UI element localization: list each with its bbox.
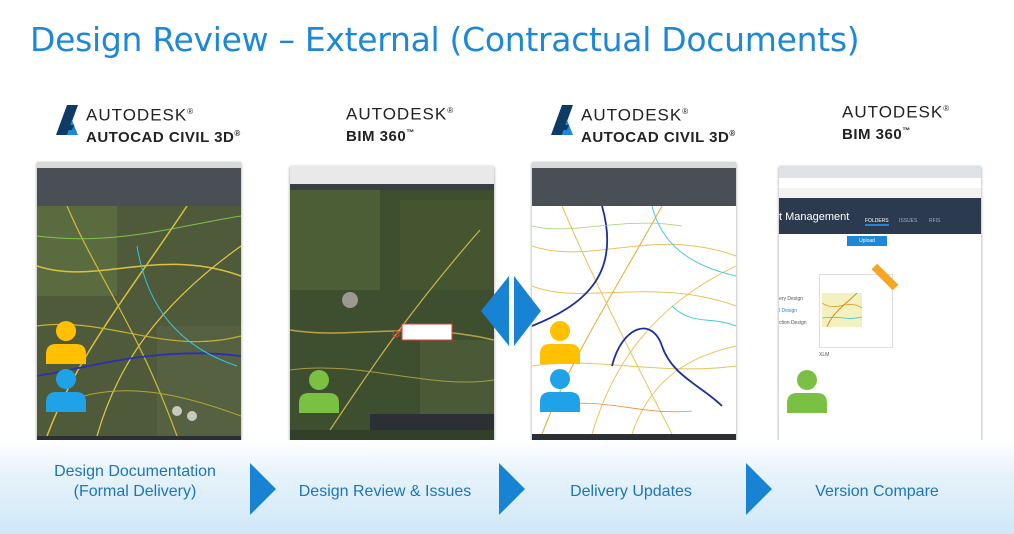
logo-brand: AUTODESK [346, 104, 448, 124]
person-icon [299, 370, 339, 413]
logo-bim360-2: AUTODESK® BIM 360™ [842, 102, 951, 143]
tab-folders[interactable]: FOLDERS [865, 218, 889, 226]
stage-delivery-updates: Delivery Updates [570, 483, 692, 500]
logo-autocad-civil3d-1: AUTODESK® AUTOCAD CIVIL 3D® [54, 103, 240, 146]
logo-brand: AUTODESK [842, 102, 944, 122]
autodesk-a-icon [56, 105, 78, 135]
tab-issues[interactable]: ISSUES [899, 218, 918, 224]
bim-header-title: t Management [779, 211, 850, 223]
person-icon [46, 321, 86, 364]
logo-product: AUTOCAD [581, 128, 660, 146]
person-icon [540, 321, 580, 364]
autodesk-a-icon [551, 105, 573, 135]
chevron-right-icon [499, 463, 525, 515]
file-thumbnail[interactable] [819, 263, 899, 348]
double-arrow-icon [481, 276, 541, 346]
person-icon [46, 369, 86, 412]
tab-rfis[interactable]: RFIS [929, 218, 941, 224]
upload-button[interactable]: Upload [847, 236, 887, 246]
slide-title: Design Review – External (Contractual Do… [30, 20, 860, 59]
logo-bim360-1: AUTODESK® BIM 360™ [346, 104, 455, 145]
person-icon [787, 370, 827, 413]
chevron-right-icon [250, 463, 276, 515]
bim360-aerial-screenshot [290, 166, 494, 442]
chevron-right-icon [746, 463, 772, 515]
logo-product: AUTOCAD [86, 128, 165, 146]
sidebar-item[interactable]: ery Design [779, 296, 803, 302]
stage-design-documentation: Design Documentation (Formal Delivery) [54, 463, 216, 500]
stage-version-compare: Version Compare [815, 483, 939, 500]
logo-brand: AUTODESK [581, 105, 683, 125]
logo-brand: AUTODESK [86, 105, 188, 125]
stage-design-review: Design Review & Issues [298, 483, 472, 500]
person-icon [540, 369, 580, 412]
logo-product: BIM 360 [346, 127, 407, 145]
sidebar-item[interactable]: l Design [779, 308, 798, 314]
logo-autocad-civil3d-2: AUTODESK® AUTOCAD CIVIL 3D® [549, 103, 735, 146]
logo-product: BIM 360 [842, 125, 903, 143]
sidebar-item[interactable]: ction Design [779, 320, 807, 326]
file-label: XLM [819, 352, 830, 358]
